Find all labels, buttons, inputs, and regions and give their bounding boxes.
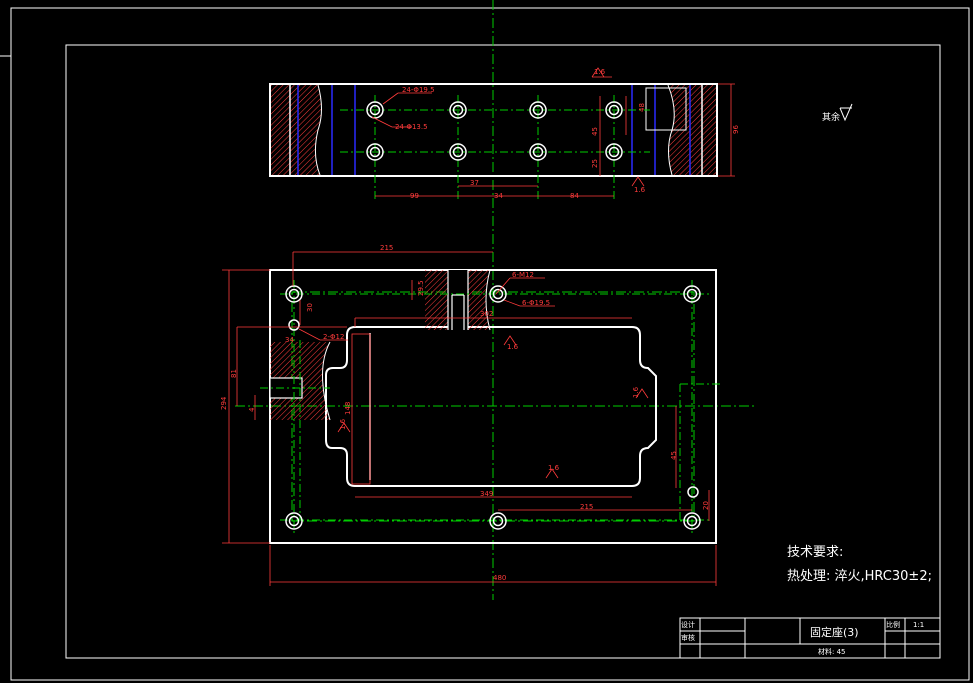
hole [529,143,547,161]
hole [605,101,623,119]
hole [449,143,467,161]
front-holes [285,285,701,530]
dim-30: 30 [306,303,314,312]
hole [683,512,701,530]
dim-215: 215 [380,244,393,252]
hole [366,101,384,119]
dim-45: 45 [670,451,678,460]
tb-design-label: 设计 [681,620,695,629]
hole [449,101,467,119]
dim-96: 96 [732,125,740,134]
roughness-a: 1.6 [507,343,519,351]
surface-note: 其余 [822,111,840,123]
notes-title: 技术要求: [787,545,843,560]
dim-480: 480 [493,574,506,582]
dim-99: 99 [410,192,419,200]
hole [605,143,623,161]
top-left-break-hatch [300,85,322,175]
pocket-outline [325,326,657,487]
dim-84: 84 [570,192,579,200]
dim-hole-small: 24-Φ13.5 [395,123,428,131]
dim-48: 48 [638,103,646,112]
hole [285,512,303,530]
technical-notes: 技术要求: 热处理: 淬火,HRC30±2; [787,545,932,584]
dim-6-m12: 6-M12 [512,271,534,279]
dim-25: 25 [591,159,599,168]
roughness-top: 1.6 [594,68,606,76]
roughness-d: 1.6 [339,418,347,430]
dim-4: 4 [248,407,256,412]
dim-349: 349 [480,490,493,498]
hole [366,143,384,161]
dim-2-phi: 2-Φ12 [323,333,344,341]
roughness-b: 1.6 [548,464,560,472]
dim-81: 81 [230,369,238,378]
tb-material: 材料: 45 [818,647,846,656]
dim-34: 34 [285,336,294,344]
hole [285,285,303,303]
tb-review-label: 审核 [681,633,695,642]
dim-37: 37 [470,179,479,187]
dim-6-phi: 6-Φ19.5 [522,299,550,307]
tb-scale-value: 1:1 [913,621,924,629]
pin-hole [687,486,699,498]
hole [489,512,507,530]
dim-148: 148 [344,402,352,415]
tb-scale-label: 比例 [886,620,900,629]
tb-part-name: 固定座(3) [810,625,859,639]
roughness-symbol-icon [839,103,853,122]
pin-hole [288,319,300,331]
hole [529,101,547,119]
dim-29-5: 29.5 [417,280,425,296]
front-view: 215 29.5 6-M12 6-Φ19.5 30 302 2-Φ12 34 8… [220,244,720,586]
dim-34: 34 [494,192,503,200]
dim-215b: 215 [580,503,593,511]
dim-294: 294 [220,396,228,410]
top-holes [366,101,623,161]
title-block [679,617,941,659]
notes-line1: 热处理: 淬火,HRC30±2; [787,569,932,584]
hole [683,285,701,303]
roughness-bottom: 1.6 [634,186,646,194]
dim-302: 302 [480,310,493,318]
top-right-section-hatch [685,85,716,175]
drawing-frame [0,7,970,681]
dim-20: 20 [702,501,710,510]
roughness-c: 1.6 [632,386,640,398]
dim-hole-large: 24-Φ19.5 [402,86,435,94]
top-left-section-hatch [271,85,300,175]
hole [489,285,507,303]
top-view: 24-Φ19.5 24-Φ13.5 99 37 34 84 25 45 48 9… [269,67,853,200]
dim-45: 45 [591,127,599,136]
